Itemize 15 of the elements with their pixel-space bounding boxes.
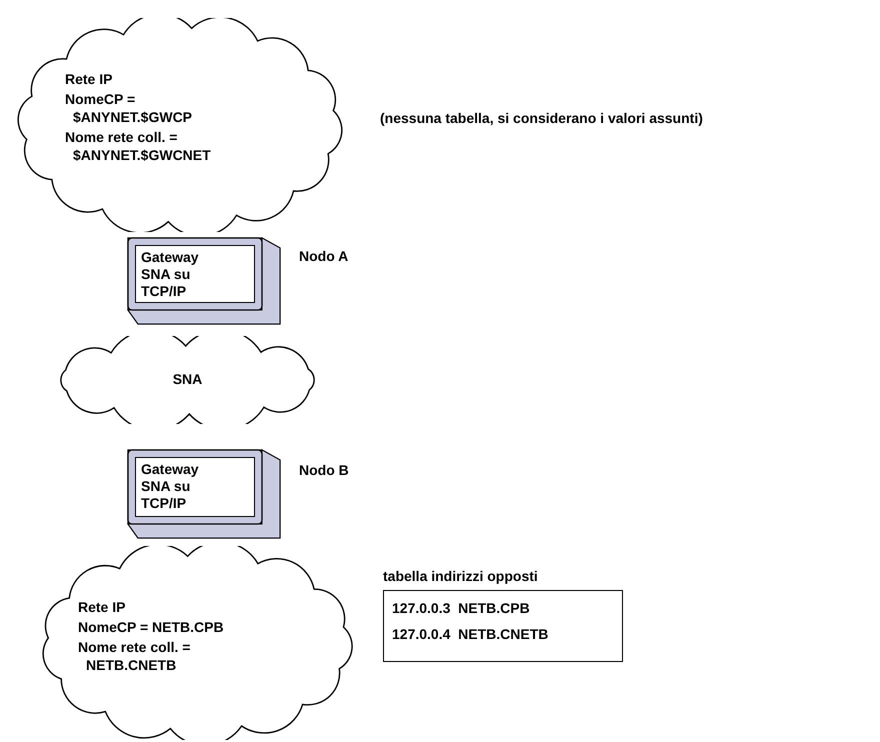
node-caption: (nessuna tabella, si considerano i valori assunti) (380, 110, 703, 126)
gateway-label: Gateway SNA su TCP/IP (141, 249, 199, 299)
network-setting: NomeCP = $ANYNET.$GWCP (65, 90, 194, 126)
network-setting: NomeCP = NETB.CPB (78, 618, 225, 636)
node-caption: Nodo B (299, 462, 349, 478)
network-label: SNA (172, 370, 202, 388)
network-label: Rete IP (65, 70, 114, 88)
network-setting: Nome rete coll. = $ANYNET.$GWCNET (65, 128, 212, 164)
table-row-text: 127.0.0.3 NETB.CPB (392, 599, 531, 618)
table-title: tabella indirizzi opposti (383, 568, 538, 584)
table-row-text: 127.0.0.4 NETB.CNETB (392, 625, 550, 644)
network-setting: Nome rete coll. = NETB.CNETB (78, 638, 192, 674)
gateway-label: Gateway SNA su TCP/IP (141, 461, 199, 511)
node-caption: Nodo A (299, 248, 348, 264)
network-label: Rete IP (78, 598, 126, 616)
